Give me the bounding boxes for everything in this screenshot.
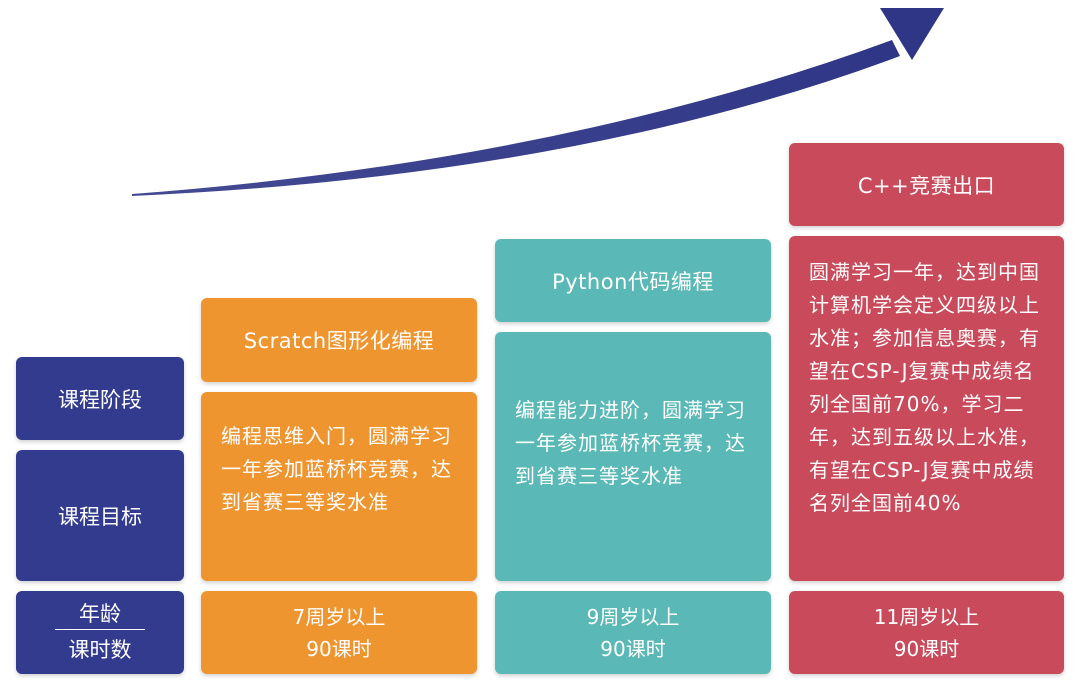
stage-scratch-title-text: Scratch图形化编程 bbox=[243, 329, 435, 353]
row-label-age-text: 年龄 bbox=[55, 601, 145, 630]
stage-python-age-text: 9周岁以上 bbox=[586, 604, 680, 629]
stage-cpp-age-text: 11周岁以上 bbox=[873, 604, 980, 629]
row-label-stage: 课程阶段 bbox=[16, 357, 184, 440]
stage-cpp-goal-text: 圆满学习一年，达到中国 计算机学会定义四级以上 水准；参加信息奥赛，有 望在CS… bbox=[809, 260, 1040, 515]
row-label-hours-text: 课时数 bbox=[68, 638, 132, 662]
stage-python-age: 9周岁以上 90课时 bbox=[495, 591, 771, 674]
stage-cpp-hours-text: 90课时 bbox=[893, 636, 960, 661]
stage-scratch-title: Scratch图形化编程 bbox=[201, 298, 477, 382]
stage-scratch-age-text: 7周岁以上 bbox=[292, 604, 386, 629]
row-label-goal-text: 课程目标 bbox=[58, 504, 142, 529]
stage-cpp-age: 11周岁以上 90课时 bbox=[789, 591, 1064, 674]
row-label-goal: 课程目标 bbox=[16, 450, 184, 581]
stage-scratch-goal-text: 编程思维入门，圆满学习 一年参加蓝桥杯竞赛，达 到省赛三等奖水准 bbox=[221, 424, 452, 514]
stage-python-goal: 编程能力进阶，圆满学习 一年参加蓝桥杯竞赛，达 到省赛三等奖水准 bbox=[495, 332, 771, 581]
stage-scratch-age: 7周岁以上 90课时 bbox=[201, 591, 477, 674]
stage-cpp-title-text: C++竞赛出口 bbox=[857, 173, 996, 198]
stage-cpp-goal: 圆满学习一年，达到中国 计算机学会定义四级以上 水准；参加信息奥赛，有 望在CS… bbox=[789, 236, 1064, 581]
stage-python-title-text: Python代码编程 bbox=[552, 269, 714, 294]
row-label-age-hours: 年龄 课时数 bbox=[16, 591, 184, 674]
stage-scratch-goal: 编程思维入门，圆满学习 一年参加蓝桥杯竞赛，达 到省赛三等奖水准 bbox=[201, 392, 477, 581]
stage-python-title: Python代码编程 bbox=[495, 239, 771, 322]
stage-cpp-title: C++竞赛出口 bbox=[789, 143, 1064, 226]
stage-scratch-hours-text: 90课时 bbox=[306, 636, 372, 661]
stage-python-goal-text: 编程能力进阶，圆满学习 一年参加蓝桥杯竞赛，达 到省赛三等奖水准 bbox=[515, 398, 746, 488]
arrow-shaft bbox=[132, 40, 900, 196]
row-label-stage-text: 课程阶段 bbox=[58, 387, 142, 412]
stage-python-hours-text: 90课时 bbox=[600, 636, 666, 661]
arrow-head bbox=[880, 8, 944, 60]
